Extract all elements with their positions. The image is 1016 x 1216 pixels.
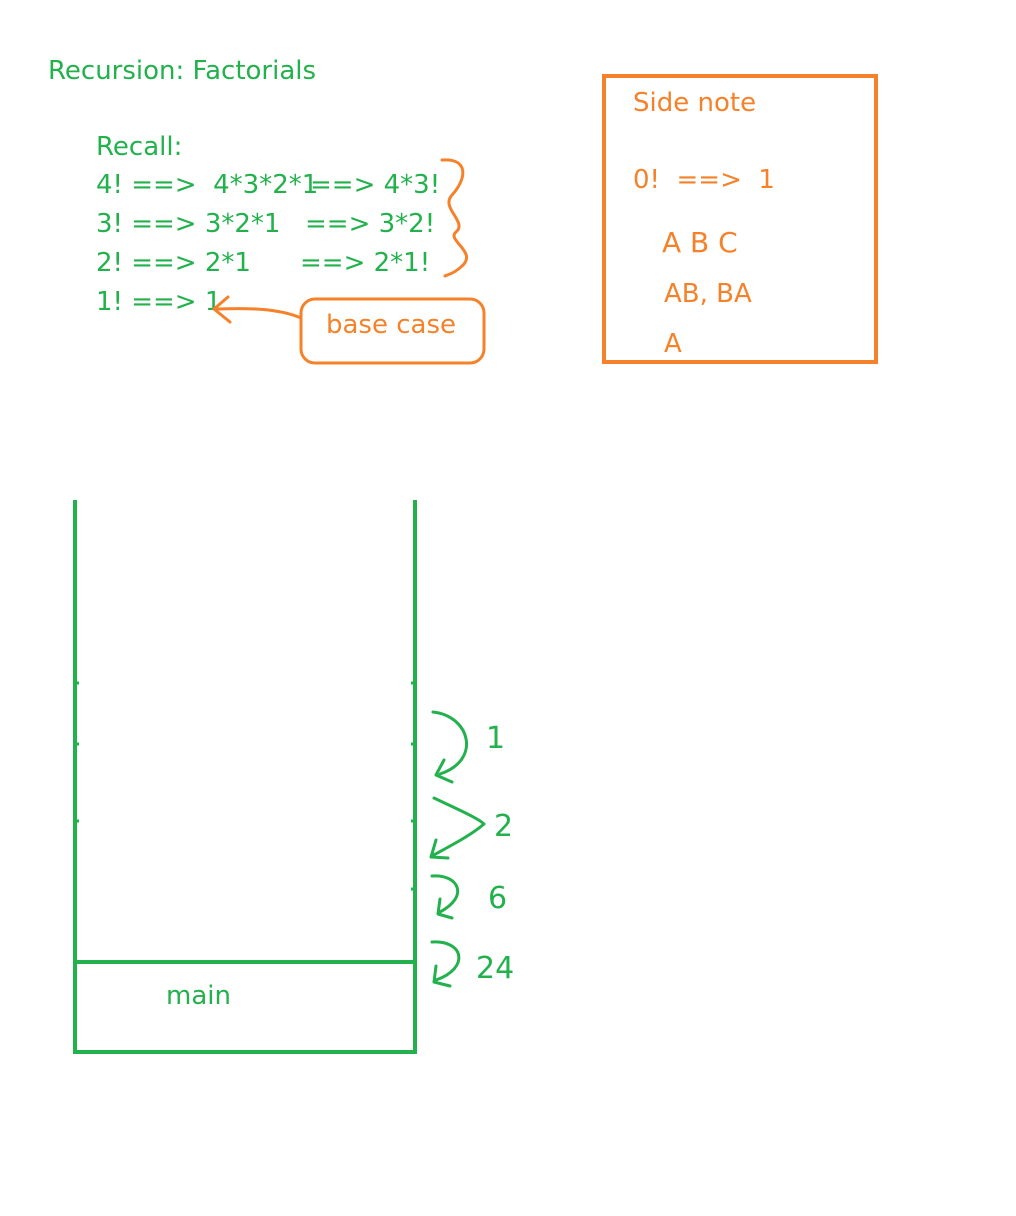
return-arrow-1 <box>431 710 468 776</box>
recall-line-4-left: 4! ==> 4*3*2*1 <box>96 170 319 200</box>
return-arrow-2-head <box>429 838 450 860</box>
return-value-2: 2 <box>494 809 513 844</box>
recall-line-3-right: ==> 3*2! <box>305 209 436 239</box>
frame-tick-marks <box>75 681 415 891</box>
recall-line-4-right: ==> 4*3! <box>310 170 441 200</box>
zero-factorial: 0! ==> 1 <box>633 165 775 195</box>
return-arrow-4-head <box>432 964 452 988</box>
return-arrow-1-head <box>434 758 454 784</box>
side-note-box <box>602 74 878 364</box>
recall-line-2-left: 2! ==> 2*1 <box>96 248 251 278</box>
return-value-3: 6 <box>488 881 507 916</box>
return-arrow-2 <box>430 796 486 858</box>
handwritten-a: A <box>664 329 682 359</box>
recall-heading: Recall: <box>96 132 183 162</box>
base-case-box <box>299 297 486 365</box>
page-title: Recursion: Factorials <box>48 56 317 86</box>
recall-line-1: 1! ==> 1 <box>96 287 222 317</box>
recall-line-3-left: 3! ==> 3*2*1 <box>96 209 281 239</box>
return-arrows <box>429 710 486 988</box>
return-value-1: 1 <box>486 721 505 756</box>
handwritten-abc: A B C <box>662 226 738 259</box>
return-arrow-4 <box>430 940 461 982</box>
return-arrow-3-head <box>436 897 454 920</box>
base-case-arrow <box>216 307 303 320</box>
base-case-arrow-head <box>212 295 232 324</box>
return-arrow-3 <box>430 874 460 914</box>
recall-line-2-right: ==> 2*1! <box>300 248 431 278</box>
curly-brace-mark <box>440 158 469 278</box>
main-frame-label: main <box>166 981 231 1011</box>
side-note-heading: Side note <box>633 88 757 118</box>
return-value-4: 24 <box>476 951 514 986</box>
base-case-label: base case <box>326 310 457 340</box>
handwritten-ab-ba: AB, BA <box>664 279 752 309</box>
